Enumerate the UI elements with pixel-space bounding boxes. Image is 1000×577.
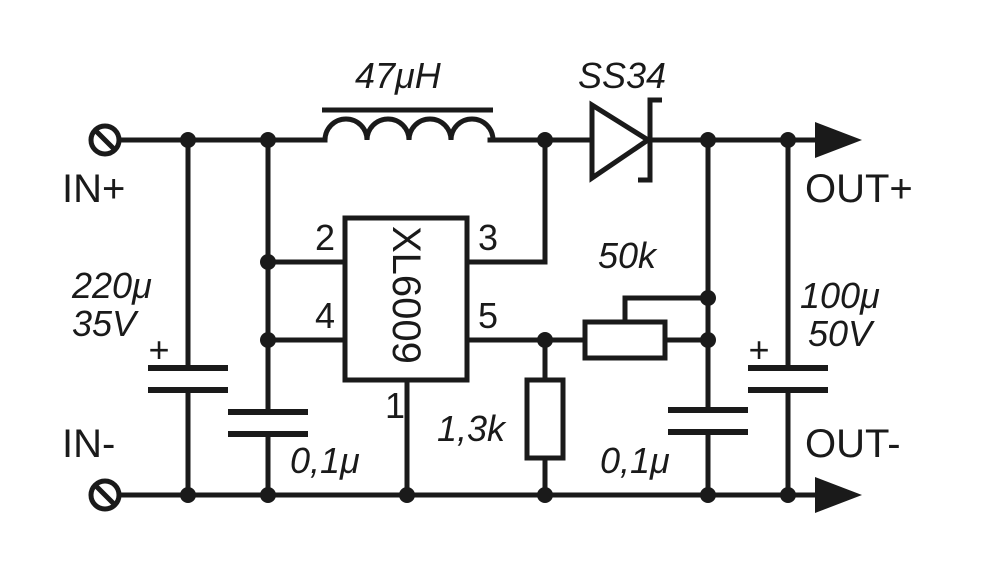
ic-name-label: XL6009 (384, 226, 428, 364)
input-cap-voltage: 35V (72, 303, 139, 344)
out-plus-arrow (815, 122, 862, 158)
output-bypass-capacitor (668, 137, 748, 498)
feedback-resistor (524, 337, 566, 498)
inductor-value: 47μH (355, 55, 442, 96)
ic-pin4-label: 4 (315, 295, 335, 336)
output-cap-value: 100μ (800, 275, 880, 316)
schottky-diode (589, 97, 662, 183)
output-cap-polarity: + (748, 329, 769, 370)
junction-dots (180, 132, 796, 503)
input-cap-polarity: + (148, 329, 169, 370)
ic-pin1-label: 1 (385, 385, 405, 426)
input-bypass-value: 0,1μ (290, 440, 360, 481)
diode-label: SS34 (578, 55, 666, 96)
input-bypass-capacitor (228, 137, 308, 498)
output-bypass-value: 0,1μ (600, 440, 670, 481)
in-plus-terminal (88, 123, 122, 157)
output-electrolytic-capacitor (748, 137, 828, 498)
ic-pin3-label: 3 (478, 217, 498, 258)
ic-pin2-label: 2 (315, 217, 335, 258)
potentiometer-value: 50k (598, 235, 658, 276)
in-minus-label: IN- (62, 422, 115, 466)
in-minus-terminal (88, 478, 122, 512)
ic-pin5-label: 5 (478, 295, 498, 336)
out-plus-label: OUT+ (805, 167, 913, 211)
out-minus-label: OUT- (805, 422, 901, 466)
out-minus-arrow (815, 477, 862, 513)
input-cap-value: 220μ (71, 265, 152, 306)
ic-xl6009 (265, 137, 588, 498)
potentiometer (582, 295, 711, 361)
inductor (322, 107, 496, 141)
input-electrolytic-capacitor (148, 137, 228, 498)
output-cap-voltage: 50V (808, 313, 875, 354)
resistor-value: 1,3k (437, 408, 507, 449)
in-plus-label: IN+ (62, 167, 125, 211)
